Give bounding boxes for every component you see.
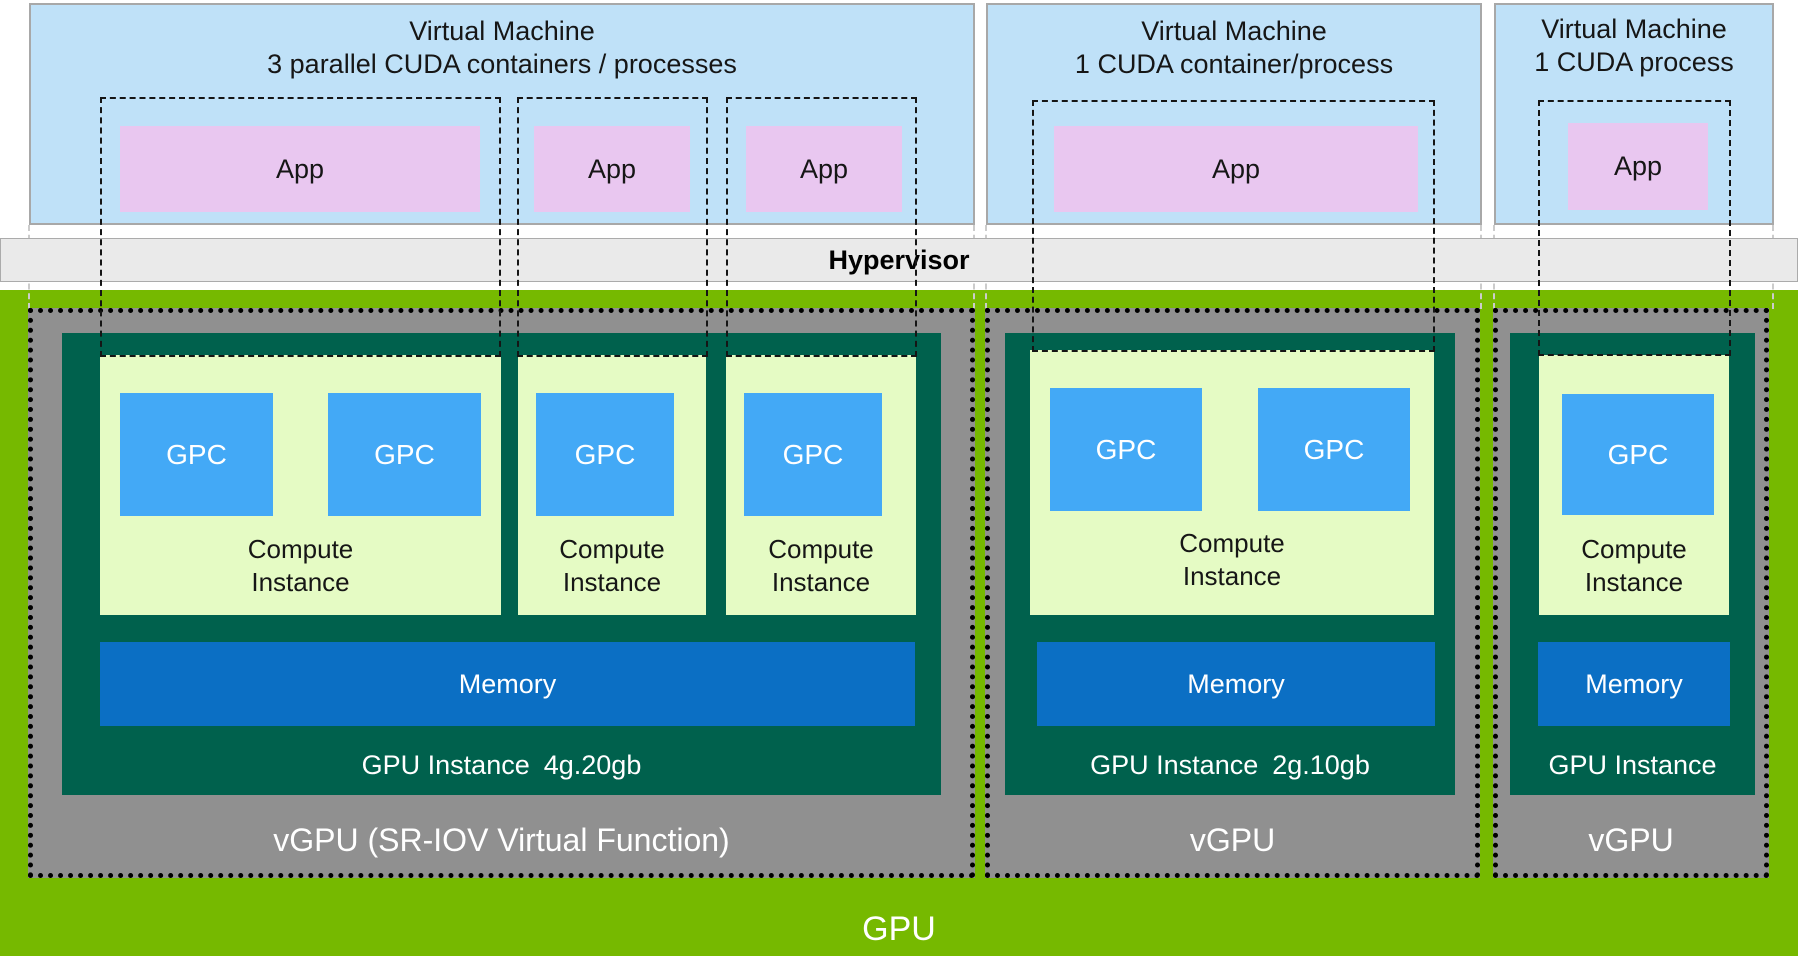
vm-to-compute-instance-connector <box>726 97 917 357</box>
compute-instance-label: Compute Instance <box>518 533 706 599</box>
compute-instance-label: Compute Instance <box>100 533 501 599</box>
vm-title-block: Virtual Machine 1 CUDA process <box>1494 12 1774 79</box>
vgpu-label: vGPU <box>1588 822 1674 858</box>
gpc-box: GPC <box>1562 394 1714 515</box>
compute-instance-label: Compute Instance <box>1539 533 1729 599</box>
gpu-label: GPU <box>862 910 936 948</box>
gpu-instance-name: GPU Instance <box>361 750 530 780</box>
app-box: App <box>534 126 690 212</box>
compute-instance-label: Compute Instance <box>1030 527 1434 593</box>
app-box: App <box>746 126 902 212</box>
vm-subtitle: 1 CUDA process <box>1534 47 1734 77</box>
gpc-box: GPC <box>1258 388 1410 511</box>
gpu-instance-name: GPU Instance <box>1090 750 1259 780</box>
vm-to-compute-instance-connector <box>517 97 708 357</box>
app-box: App <box>1054 126 1418 212</box>
compute-instance-label-line2: Instance <box>251 567 350 597</box>
app-box: App <box>1568 123 1708 210</box>
compute-instance-label-line1: Compute <box>247 534 354 564</box>
vm-title-block: Virtual Machine 1 CUDA container/process <box>986 14 1482 81</box>
compute-instance-label-line2: Instance <box>1182 561 1282 591</box>
compute-instance-label-line1: Compute <box>559 534 665 564</box>
compute-instance-label-line2: Instance <box>562 567 662 597</box>
gpc-box: GPC <box>536 393 674 516</box>
gpc-box: GPC <box>328 393 481 516</box>
vm-title: Virtual Machine <box>409 16 595 46</box>
vm-subtitle: 1 CUDA container/process <box>1074 49 1394 79</box>
compute-instance-label-line2: Instance <box>771 567 871 597</box>
compute-instance-label-line2: Instance <box>1584 567 1684 597</box>
compute-instance-label-line1: Compute <box>768 534 874 564</box>
gpu-instance-label: GPU Instance <box>1510 750 1755 781</box>
vm-title-block: Virtual Machine 3 parallel CUDA containe… <box>29 14 975 81</box>
vm-to-compute-instance-connector <box>1538 100 1731 356</box>
vgpu-label: vGPU <box>1189 822 1276 858</box>
memory-bar: Memory <box>1538 642 1730 726</box>
hypervisor-bar: Hypervisor <box>0 238 1798 282</box>
gpc-box: GPC <box>120 393 273 516</box>
vm-to-compute-instance-connector <box>100 97 501 357</box>
compute-instance-label-line1: Compute <box>1581 534 1687 564</box>
gpu-instance-label: GPU Instance 2g.10gb <box>1005 750 1455 781</box>
gpc-box: GPC <box>744 393 882 516</box>
gpu-instance-profile: 4g.20gb <box>543 750 642 780</box>
gpc-box: GPC <box>1050 388 1202 511</box>
vm-to-compute-instance-connector <box>1032 100 1435 352</box>
compute-instance-label-line1: Compute <box>1179 528 1285 558</box>
vm-title: Virtual Machine <box>1541 14 1727 44</box>
vgpu-label: vGPU (SR-IOV Virtual Function) <box>273 822 730 858</box>
vm-subtitle: 3 parallel CUDA containers / processes <box>267 49 737 79</box>
app-box: App <box>120 126 480 212</box>
memory-bar: Memory <box>1037 642 1435 726</box>
gpu-instance-label: GPU Instance 4g.20gb <box>62 750 941 781</box>
memory-bar: Memory <box>100 642 915 726</box>
gpu-instance-name: GPU Instance <box>1548 750 1717 780</box>
compute-instance-label: Compute Instance <box>726 533 916 599</box>
vm-title: Virtual Machine <box>1141 16 1327 46</box>
gpu-instance-profile: 2g.10gb <box>1272 750 1370 780</box>
